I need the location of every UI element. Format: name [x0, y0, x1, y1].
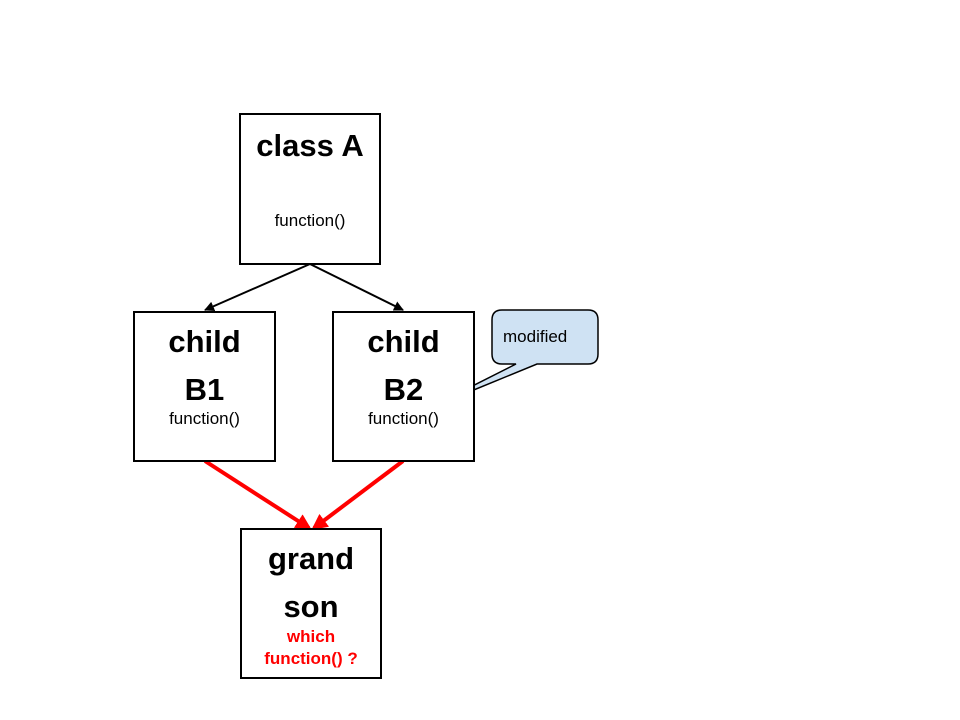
child-b2-title-line2: B2 [383, 372, 424, 407]
edge-b2-to-grandson [311, 459, 405, 530]
callout-bubble [424, 309, 599, 411]
grand-son-question: which function() ? [242, 626, 380, 670]
class-a-function: function() [274, 211, 346, 230]
child-b1-title-line1: child [168, 324, 241, 359]
grand-son-question-line1: which [286, 627, 336, 646]
grand-son-title-line2: son [283, 589, 339, 624]
child-b2-title-line1: child [367, 324, 440, 359]
callout-label: modified [503, 327, 568, 346]
class-a-title: class A [256, 128, 364, 163]
grand-son-box: grand son which function() ? [240, 528, 382, 679]
child-b1-box: child B1 function() [133, 311, 276, 462]
grand-son-title-line1: grand [267, 541, 355, 576]
edge-a-to-b1 [204, 263, 311, 311]
child-b1-title-line2: B1 [184, 372, 225, 407]
grand-son-question-line2: function() ? [264, 649, 358, 668]
child-b1-function: function() [169, 409, 240, 428]
class-a-box: class A function() [239, 113, 381, 265]
child-b2-box: child B2 function() [332, 311, 475, 462]
child-b2-function: function() [368, 409, 439, 428]
edge-b1-to-grandson [203, 459, 312, 530]
edge-a-to-b2 [309, 263, 404, 311]
